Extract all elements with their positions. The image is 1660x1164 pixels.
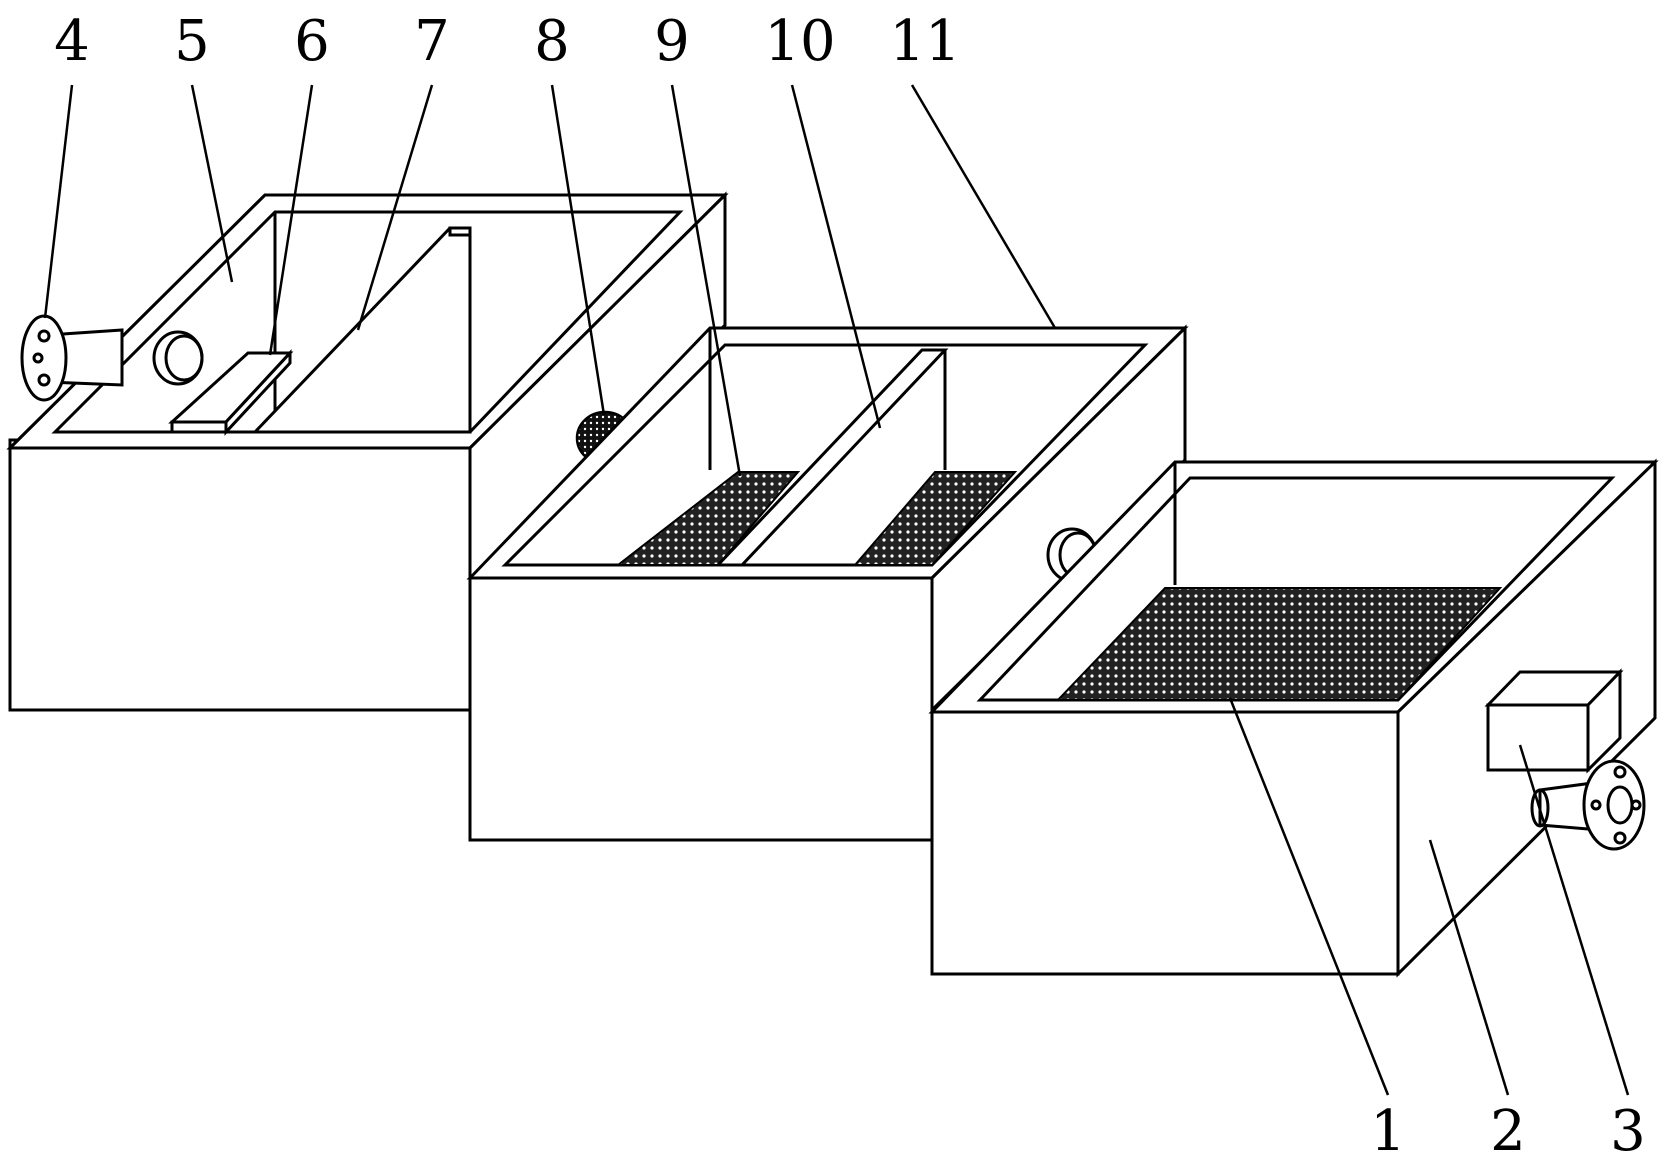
control-box	[1484, 668, 1624, 774]
block-part-6	[168, 349, 294, 436]
outlet-pipe	[1530, 759, 1646, 851]
leader-4	[43, 84, 74, 319]
outlet-flange	[1582, 759, 1646, 851]
label-10: 10	[764, 9, 835, 74]
label-7: 7	[414, 9, 450, 74]
leader-10	[790, 84, 882, 429]
label-2: 2	[1490, 1099, 1526, 1164]
mesh-screen-bottom	[1055, 587, 1503, 701]
mesh-screen-right	[852, 471, 1018, 566]
leader-7	[356, 84, 434, 331]
part-labels: 4 5 6 7 8 9 10 11 1 2 3	[54, 9, 1646, 1164]
label-1: 1	[1370, 1099, 1406, 1164]
leader-5	[190, 84, 234, 283]
label-5: 5	[174, 9, 210, 74]
leader-1	[1228, 697, 1390, 1096]
leader-3	[1518, 744, 1630, 1096]
leader-6	[268, 84, 314, 356]
label-4: 4	[54, 9, 90, 74]
inlet-flange	[20, 314, 68, 402]
leader-8	[550, 84, 606, 416]
partition-plate	[714, 348, 949, 567]
label-8: 8	[534, 9, 570, 74]
baffle-plate-left	[251, 226, 472, 434]
label-6: 6	[294, 9, 330, 74]
inlet-pipe	[20, 314, 124, 402]
label-3: 3	[1610, 1099, 1646, 1164]
mesh-screen-left	[615, 471, 801, 566]
leader-lines	[43, 84, 1630, 1096]
label-9: 9	[654, 9, 690, 74]
leader-9	[670, 84, 742, 477]
label-11: 11	[889, 9, 960, 74]
leader-11	[910, 84, 1057, 329]
leader-2	[1428, 839, 1510, 1096]
